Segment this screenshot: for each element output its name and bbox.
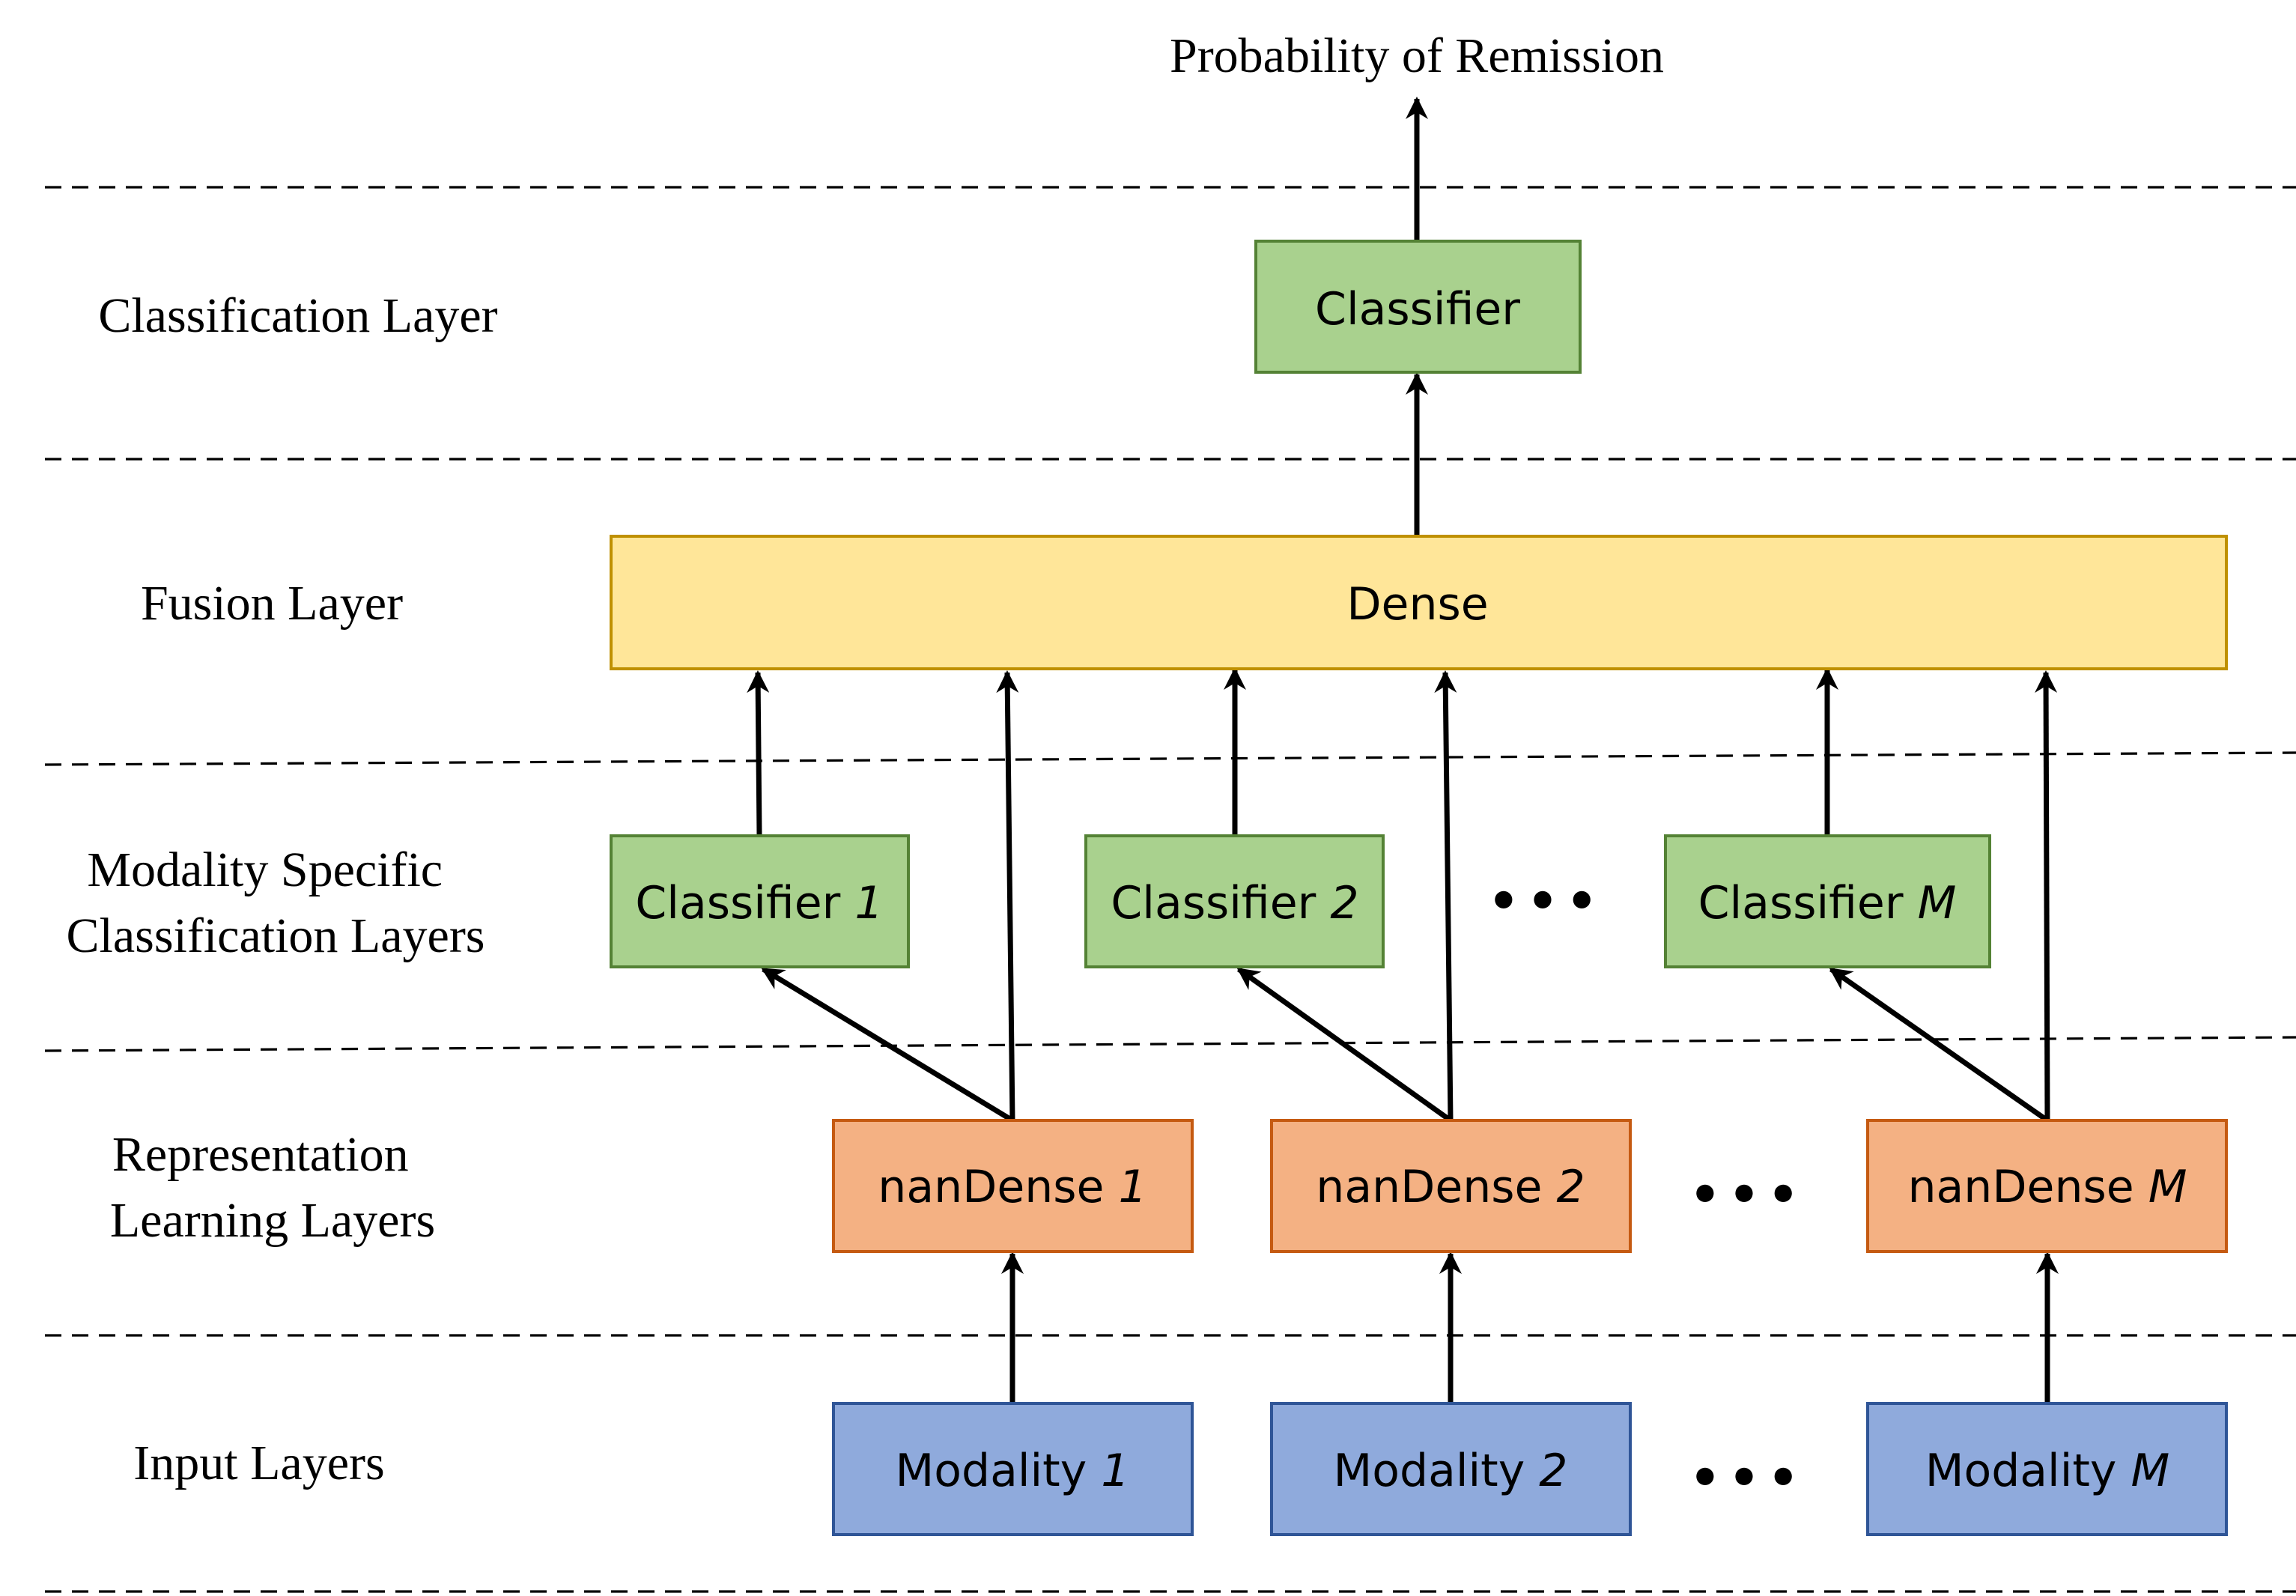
modality-ellipsis: ••• xyxy=(1689,1449,1807,1507)
modality-2-index: 2 xyxy=(1539,1445,1567,1497)
modality-1: Modality 1 xyxy=(832,1402,1194,1536)
modality-classifier-2-index: 2 xyxy=(1330,877,1358,929)
modality-2-label: Modality 2 xyxy=(1334,1445,1568,1497)
modality-classifier-M-name: Classifier xyxy=(1698,877,1904,929)
modality-2-box xyxy=(1270,1402,1632,1536)
nandense-ellipsis: ••• xyxy=(1689,1166,1807,1224)
layer-dividers xyxy=(44,186,2296,1593)
modality-classifier-1: Classifier 1 xyxy=(610,834,910,968)
nandense-M-name: nanDense xyxy=(1908,1161,2134,1213)
nandense-1-label: nanDense 1 xyxy=(878,1161,1147,1213)
layer-label-fusion: Fusion Layer xyxy=(141,576,403,631)
classifier-box xyxy=(1254,240,1582,374)
dense-node: Dense xyxy=(610,535,2228,670)
modality-classifier-M-index: M xyxy=(1918,877,1957,929)
output-label: Probability of Remission xyxy=(1170,28,1664,83)
modality-M-box xyxy=(1866,1402,2228,1536)
dense-label: Dense xyxy=(1346,578,1488,631)
edge-classifier1-dense xyxy=(747,670,770,835)
layer-label-modality-specific-line2: Classification Layers xyxy=(66,908,485,963)
modality-classifier-M: Classifier M xyxy=(1664,834,1991,968)
modality-classifier-2: Classifier 2 xyxy=(1084,834,1385,968)
layer-label-modality-specific: Modality Specific Classification Layers xyxy=(66,843,485,963)
edge-nandenseM-classifierM xyxy=(1829,967,2050,1123)
edge-nandense1-dense xyxy=(996,670,1019,1121)
nandense-1-box xyxy=(832,1119,1194,1253)
modality-1-label: Modality 1 xyxy=(896,1445,1130,1497)
modality-1-name: Modality xyxy=(896,1445,1087,1497)
layer-label-modality-specific-line1: Modality Specific xyxy=(87,843,443,897)
edges xyxy=(747,97,2059,1404)
nandense-M-box xyxy=(1866,1119,2228,1253)
edge-nandenseM-dense xyxy=(2035,670,2058,1121)
classifier-node: Classifier xyxy=(1254,240,1582,374)
nandense-1-name: nanDense xyxy=(878,1161,1104,1213)
dense-box xyxy=(610,535,2228,670)
modality-2-name: Modality xyxy=(1334,1445,1525,1497)
nandense-1-index: 1 xyxy=(1119,1161,1147,1213)
modality-classifier-1-box xyxy=(610,834,910,968)
nandense-M-label: nanDense M xyxy=(1908,1161,2187,1213)
nandense-M: nanDense M xyxy=(1866,1119,2228,1253)
modality-classifier-M-box xyxy=(1664,834,1991,968)
edge-nandense2-dense xyxy=(1434,670,1457,1121)
nandense-2-label: nanDense 2 xyxy=(1316,1161,1585,1213)
nandense-1: nanDense 1 xyxy=(832,1119,1194,1253)
divider-4 xyxy=(44,1036,2296,1052)
modality-classifier-1-index: 1 xyxy=(854,877,883,929)
layer-label-representation-line2: Learning Layers xyxy=(110,1193,435,1248)
modality-1-index: 1 xyxy=(1101,1445,1129,1497)
modality-classifier-M-label: Classifier M xyxy=(1698,877,1957,929)
nandense-M-index: M xyxy=(2148,1161,2187,1213)
nandense-2: nanDense 2 xyxy=(1270,1119,1632,1253)
modality-2: Modality 2 xyxy=(1270,1402,1632,1536)
modality-M-label: Modality M xyxy=(1925,1445,2170,1497)
modality-classifier-ellipsis: ••• xyxy=(1488,873,1606,930)
modality-classifier-1-name: Classifier xyxy=(635,877,840,929)
layer-label-representation-line1: Representation xyxy=(112,1127,409,1182)
modality-1-box xyxy=(832,1402,1194,1536)
modality-classifier-1-label: Classifier 1 xyxy=(635,877,883,929)
nandense-2-index: 2 xyxy=(1557,1161,1585,1213)
classifier-label: Classifier xyxy=(1315,283,1520,336)
nandense-2-name: nanDense xyxy=(1316,1161,1542,1213)
modality-classifier-2-box xyxy=(1084,834,1385,968)
modality-M: Modality M xyxy=(1866,1402,2228,1536)
edge-nandense1-classifier1 xyxy=(761,967,1014,1123)
layer-label-classification: Classification Layer xyxy=(98,288,497,343)
divider-3 xyxy=(44,751,2296,766)
modality-M-name: Modality xyxy=(1925,1445,2117,1497)
layer-label-representation: Representation Learning Layers xyxy=(110,1127,435,1248)
modality-classifier-2-label: Classifier 2 xyxy=(1111,877,1358,929)
edge-nandense2-classifier2 xyxy=(1236,967,1453,1123)
nandense-2-box xyxy=(1270,1119,1632,1253)
layer-label-input: Input Layers xyxy=(133,1436,384,1490)
modality-classifier-2-name: Classifier xyxy=(1111,877,1316,929)
modality-M-index: M xyxy=(2131,1445,2170,1497)
